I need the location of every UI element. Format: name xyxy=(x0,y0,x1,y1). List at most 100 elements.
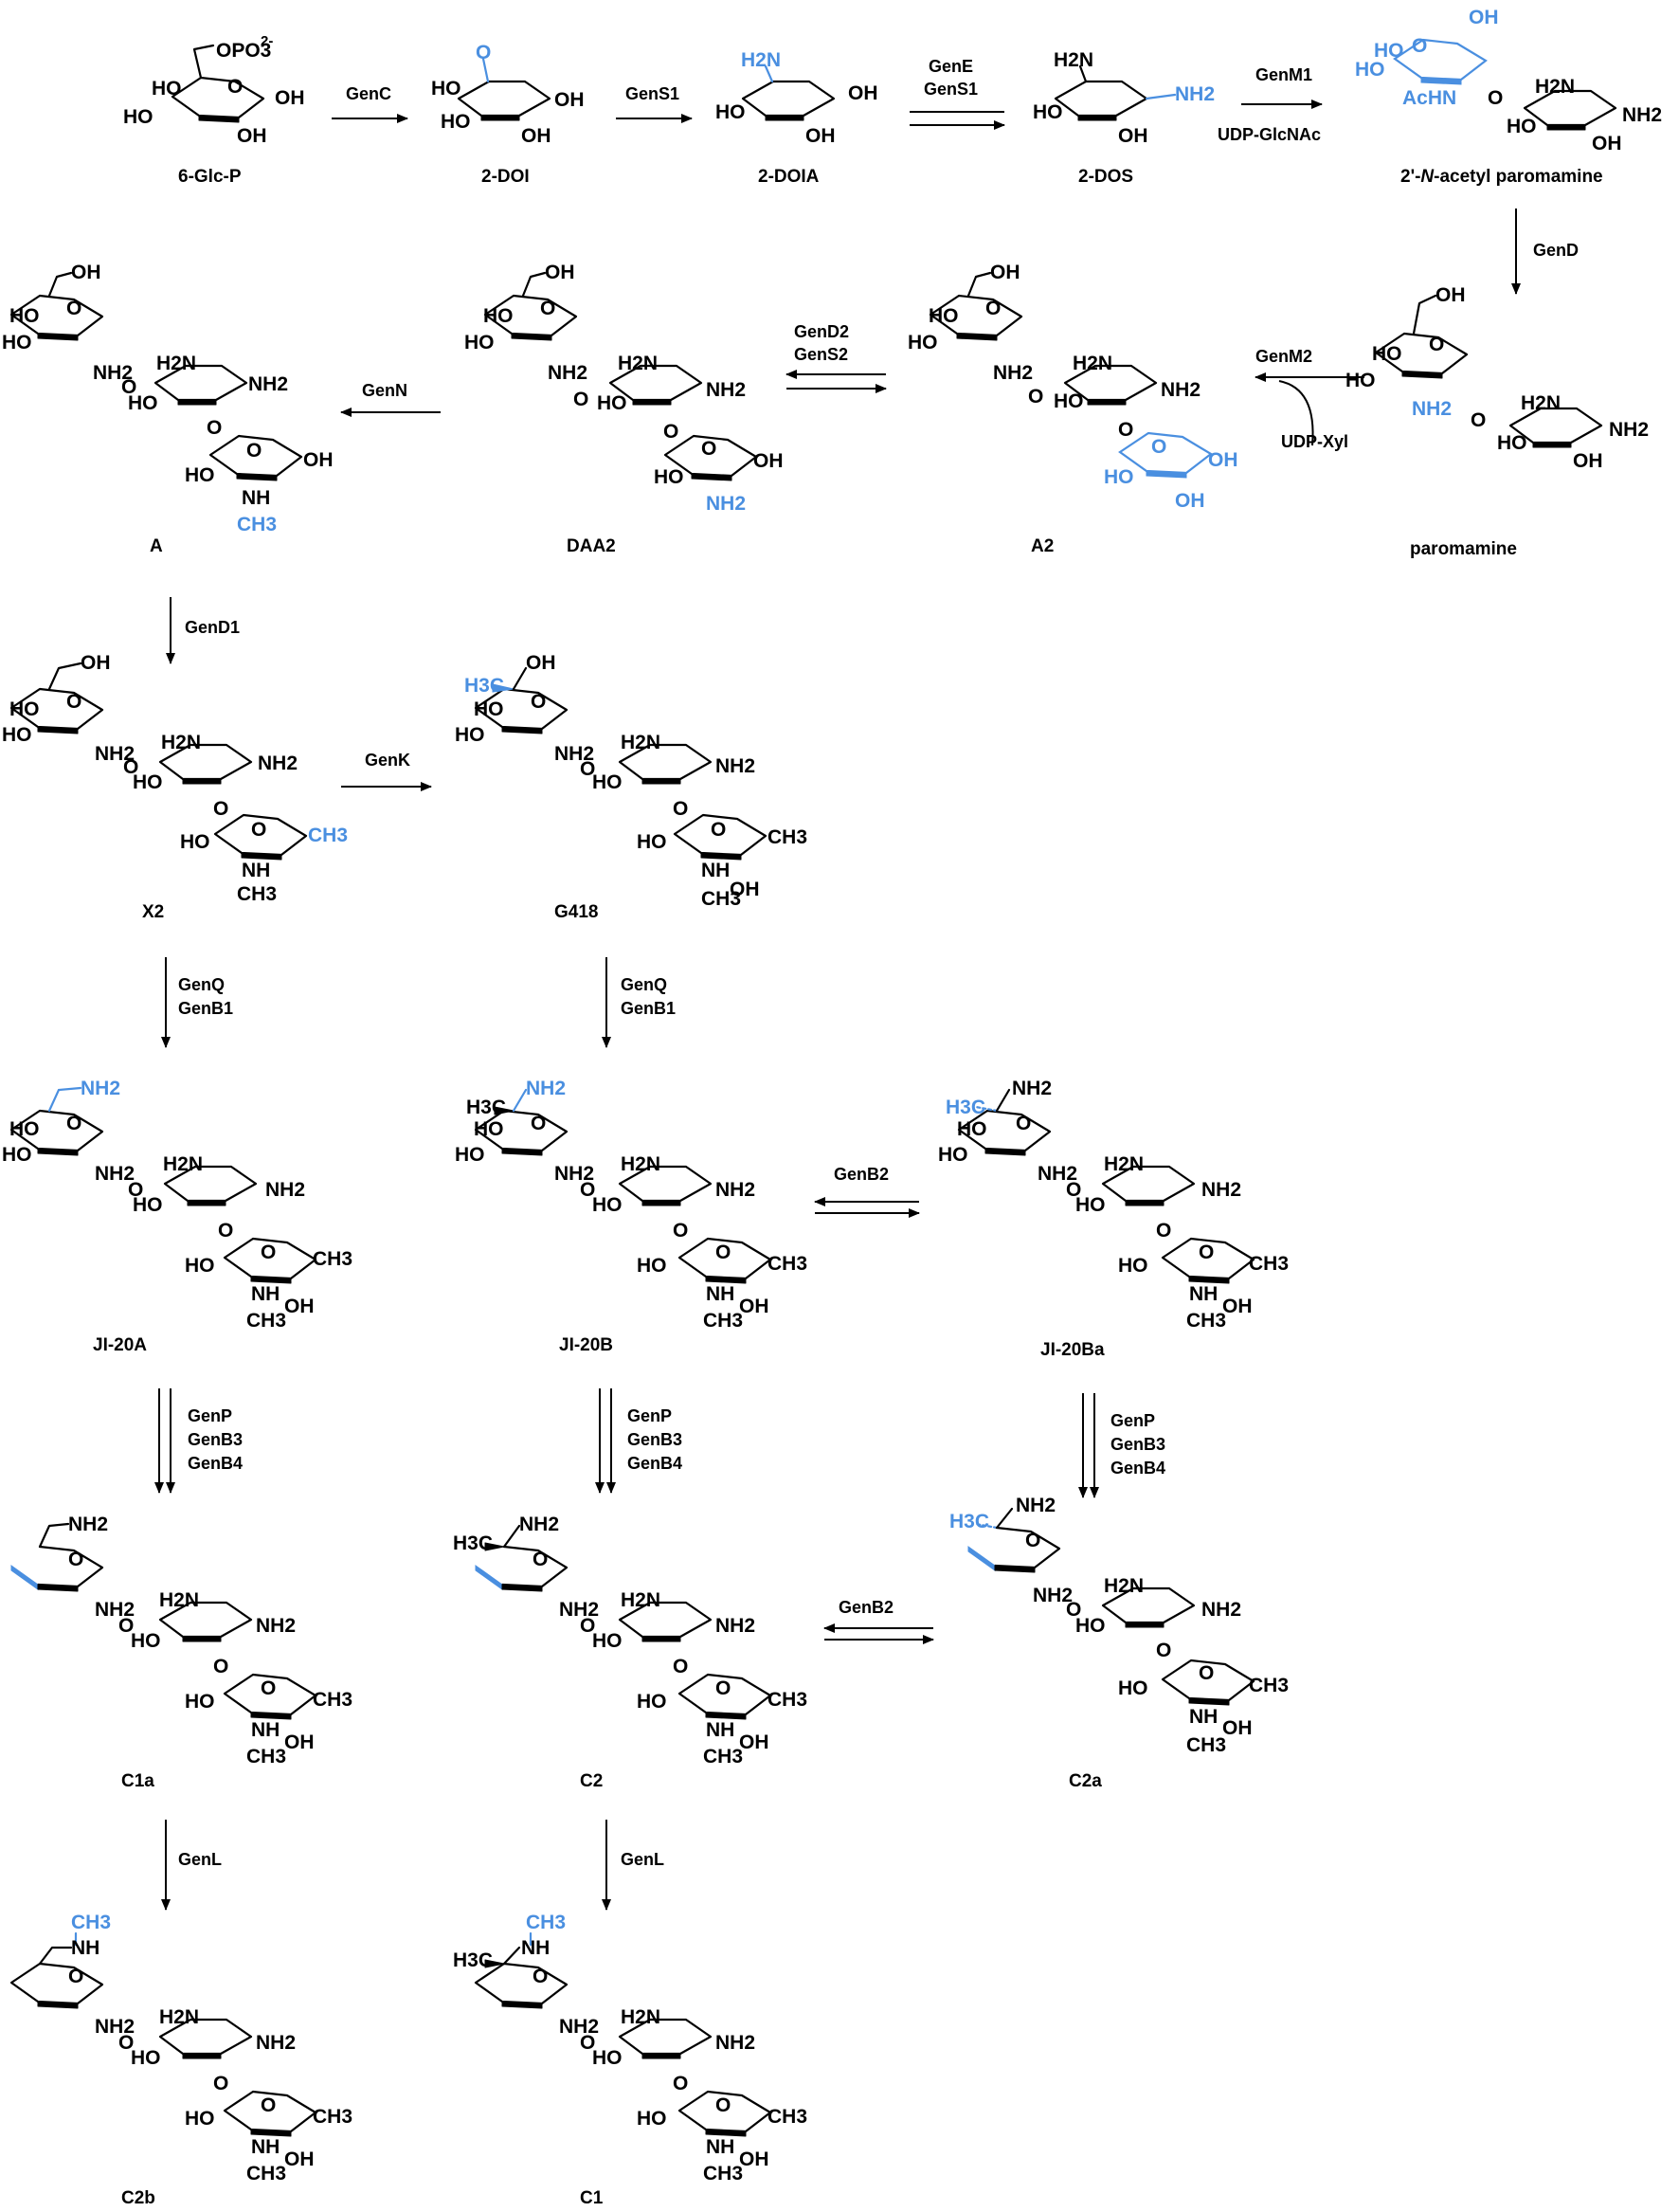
enzyme-genm2: GenM2 xyxy=(1255,347,1312,366)
atom-label: NH2 xyxy=(1201,1599,1241,1621)
atom-label: OH xyxy=(739,1296,769,1317)
atom-label: OH xyxy=(71,262,101,283)
atom-label: NH2 xyxy=(68,1514,108,1535)
atom-label: O xyxy=(66,298,81,319)
atom-label: O xyxy=(1028,386,1043,408)
atom-label: HO xyxy=(1054,390,1084,412)
atom-label: HO xyxy=(133,1194,163,1216)
atom-label: OPO3 xyxy=(216,40,271,62)
enzyme-genk: GenK xyxy=(365,751,410,770)
atom-label: O xyxy=(573,389,588,410)
atom-label: CH3 xyxy=(767,1689,807,1711)
atom-label: HO xyxy=(1345,370,1376,391)
atom-label: HO xyxy=(592,1194,623,1216)
atom-label: HO xyxy=(654,466,684,488)
label-6-glc-p: 6-Glc-P xyxy=(178,167,242,187)
atom-label: O xyxy=(531,1113,546,1134)
atom-label: OH xyxy=(1208,449,1238,471)
atom-label: O xyxy=(580,2032,595,2054)
atom-label: HO xyxy=(474,698,504,720)
atom-label: NH2 xyxy=(706,379,746,401)
atom-label: HO xyxy=(2,332,32,354)
compound-c2b: CH3 NH O NH2 O H2N HO NH2 O O CH3 HO NH … xyxy=(9,1912,352,2208)
atom-label: NH xyxy=(706,2136,734,2158)
atom-label: H2N xyxy=(621,732,660,753)
atom-label: NH xyxy=(701,860,730,881)
atom-label: HO xyxy=(455,724,485,746)
enzyme-genb1-left: GenB1 xyxy=(178,999,233,1018)
enzyme-gens1: GenS1 xyxy=(625,84,679,103)
atom-label: HO xyxy=(185,1691,215,1713)
atom-label: NH2 xyxy=(1412,398,1452,420)
atom-label: CH3 xyxy=(1249,1675,1289,1696)
atom-label: O xyxy=(533,1549,548,1570)
label-a: A xyxy=(150,536,163,556)
atom-label: O xyxy=(1156,1220,1171,1242)
atom-label: OH xyxy=(284,1296,315,1317)
atom-label: O xyxy=(1488,87,1503,109)
atom-label: HO xyxy=(637,831,667,853)
compound-c1a: NH2 O NH2 O H2N HO NH2 O O CH3 HO NH OH … xyxy=(10,1514,352,1791)
label-ji-20b: JI-20B xyxy=(559,1335,613,1355)
atom-label: CH3 xyxy=(526,1912,566,1933)
atom-label: NH2 xyxy=(1016,1495,1056,1516)
compound-c2: H3C NH2 O NH2 O H2N HO NH2 O O CH3 HO NH… xyxy=(453,1514,807,1791)
label-g418: G418 xyxy=(554,902,598,922)
atom-label: HO xyxy=(455,1144,485,1166)
atom-label: OH xyxy=(545,262,575,283)
atom-label: O xyxy=(531,691,546,713)
enzyme-gens1-b: GenS1 xyxy=(924,80,978,99)
atom-label: HO xyxy=(1075,1615,1106,1637)
atom-label: HO xyxy=(1374,40,1404,62)
atom-label: NH2 xyxy=(715,1615,755,1637)
atom-label: NH2 xyxy=(265,1179,305,1201)
atom-label: CH3 xyxy=(313,2106,352,2128)
atom-label: O xyxy=(1199,1242,1214,1263)
atom-label: O xyxy=(121,376,136,398)
atom-label: OH xyxy=(81,652,111,674)
atom-label: O xyxy=(1066,1179,1081,1201)
enzyme-genb2-bottom: GenB2 xyxy=(839,1598,894,1617)
compound-6-glc-p: OPO3 2- HO HO OH OH O 6-Glc-P xyxy=(123,33,305,187)
atom-label: O xyxy=(68,1549,83,1570)
atom-label: O xyxy=(246,440,262,462)
atom-label: NH2 xyxy=(554,1163,594,1185)
atom-label: CH3 xyxy=(237,883,277,905)
atom-label: HO xyxy=(938,1144,968,1166)
atom-label: HO xyxy=(929,305,959,327)
atom-label: O xyxy=(580,1179,595,1201)
atom-label: H2N xyxy=(621,2006,660,2028)
atom-label: CH3 xyxy=(313,1689,352,1711)
atom-label: HO xyxy=(441,111,471,133)
atom-label: O xyxy=(213,2073,228,2094)
atom-label: HO xyxy=(1033,101,1063,123)
atom-label: NH2 xyxy=(1033,1585,1073,1606)
label-daa2: DAA2 xyxy=(567,536,616,556)
atom-label: NH2 xyxy=(548,362,587,384)
atom-label: O xyxy=(1471,409,1486,431)
label-ji-20ba: JI-20Ba xyxy=(1040,1340,1105,1360)
label-paromamine: paromamine xyxy=(1410,539,1517,559)
enzyme-gend: GenD xyxy=(1533,241,1579,260)
atom-label: NH2 xyxy=(715,755,755,777)
atom-label: O xyxy=(663,421,678,443)
atom-label: H2N xyxy=(621,1153,660,1175)
label-ji-20a: JI-20A xyxy=(93,1335,147,1355)
atom-label: OH xyxy=(753,450,784,472)
atom-label: OH xyxy=(303,449,334,471)
atom-label: H2N xyxy=(1535,76,1575,98)
atom-label: HO xyxy=(9,1118,40,1140)
compound-2-n-acetyl-paromamine: O OH HO HO AcHN O H2N HO OH NH2 2'-N-ace… xyxy=(1355,7,1662,187)
label-2-n-acetyl-paromamine: 2'-N-acetyl paromamine xyxy=(1400,167,1603,187)
atom-label: HO xyxy=(592,1630,623,1652)
atom-label: OH xyxy=(1573,450,1603,472)
enzyme-gend1: GenD1 xyxy=(185,618,240,637)
atom-label: HO xyxy=(131,2047,161,2069)
atom-label: CH3 xyxy=(701,888,741,910)
atom-label: O xyxy=(218,1220,233,1242)
atom-label: H2N xyxy=(1104,1153,1144,1175)
atom-label: O xyxy=(476,42,491,63)
atom-label: AcHN xyxy=(1402,87,1456,109)
label-2-dos: 2-DOS xyxy=(1078,167,1133,187)
atom-label: HO xyxy=(483,305,514,327)
